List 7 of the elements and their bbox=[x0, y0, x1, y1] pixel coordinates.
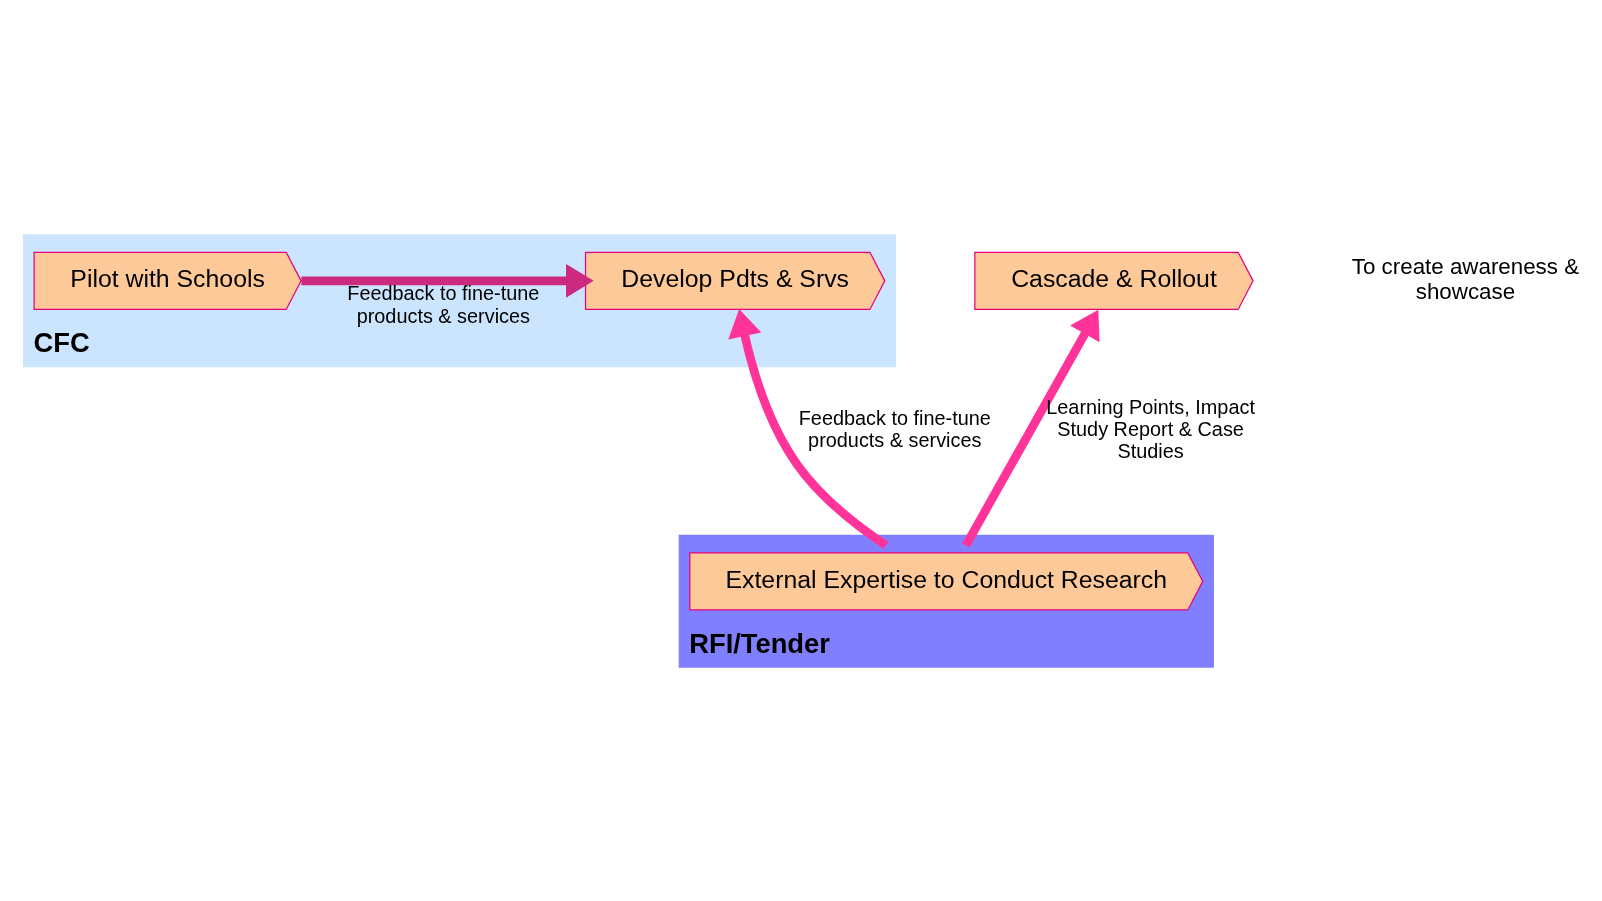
arrow bbox=[962, 309, 1100, 547]
label: To create awareness & showcase bbox=[1351, 253, 1580, 304]
edge-label: Learning Points, Impact Study Report & Case Studies bbox=[1046, 394, 1255, 462]
edge-label: Feedback to fine-tune products & services bbox=[347, 281, 540, 327]
edge-label: Feedback to fine-tune products & services bbox=[798, 406, 991, 451]
arrow bbox=[728, 308, 889, 549]
arrow bbox=[301, 263, 594, 298]
